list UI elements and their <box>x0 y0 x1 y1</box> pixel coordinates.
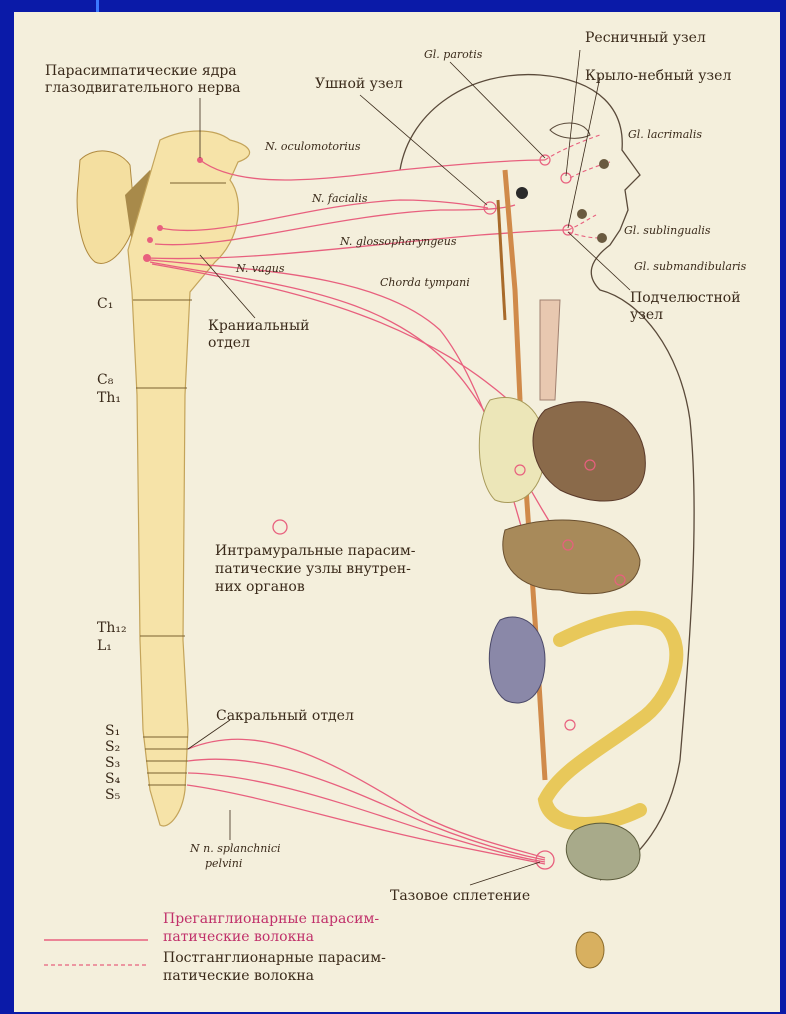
c8-label: C₈ <box>97 372 114 388</box>
intramural-legend-marker <box>273 520 287 534</box>
n-facialis-label: N. facialis <box>311 192 368 205</box>
th12-label: Th₁₂ <box>97 620 127 636</box>
sacral-label: Сакральный отдел <box>216 708 354 724</box>
legend-post-label-2: патические волокна <box>163 968 314 984</box>
bladder <box>566 823 640 880</box>
neck-vessel-2 <box>498 200 505 320</box>
c1-label: C₁ <box>97 296 113 312</box>
pelvic-plexus-label: Тазовое сплетение <box>390 888 530 904</box>
gl-lacrimalis-label: Gl. lacrimalis <box>628 128 702 141</box>
trachea <box>540 300 560 400</box>
s3-label: S₃ <box>105 755 120 771</box>
gl-parotis-label: Gl. parotis <box>424 48 483 61</box>
ciliary-ganglion-label: Ресничный узел <box>585 30 706 46</box>
n-vagus-label: N. vagus <box>235 262 285 275</box>
legend-pre-label-2: патические волокна <box>163 929 314 945</box>
s5-label: S₅ <box>105 787 121 803</box>
nuclei-label-2: глазодвигательного нерва <box>45 80 240 96</box>
intramural-label-1: Интрамуральные парасим- <box>215 543 416 559</box>
cranial-label-1: Краниальный <box>208 318 309 334</box>
splanchnici-label-2: pelvini <box>205 857 242 870</box>
liver <box>503 520 640 594</box>
splanchnici-label-1: N n. splanchnici <box>189 842 281 855</box>
gl-sublingualis-label: Gl. sublingualis <box>624 224 711 237</box>
s4-label: S₄ <box>105 771 121 787</box>
n-oculomotorius-label: N. oculomotorius <box>264 140 361 153</box>
nuclei-label-1: Парасимпатические ядра <box>45 63 237 79</box>
th1-label: Th₁ <box>97 390 121 406</box>
intramural-label-2: патические узлы внутрен- <box>215 561 411 577</box>
head-ganglia <box>484 123 609 243</box>
s1-label: S₁ <box>105 723 120 739</box>
genital <box>576 932 604 968</box>
cranial-label-2: отдел <box>208 335 250 351</box>
l1-label: L₁ <box>97 638 112 654</box>
chorda-tympani-label: Chorda tympani <box>380 276 470 289</box>
intestines <box>545 618 676 824</box>
s2-label: S₂ <box>105 739 120 755</box>
submandibular-label-2: узел <box>630 307 663 323</box>
heart <box>533 402 645 501</box>
legend-pre-label-1: Преганглионарные парасим- <box>163 911 379 927</box>
pterygopalatine-ganglion-label: Крыло-небный узел <box>585 68 731 84</box>
gl-submandibularis-label: Gl. submandibularis <box>634 260 747 273</box>
postganglionic-head <box>545 135 610 238</box>
intramural-label-3: них органов <box>215 579 305 595</box>
legend-post-label-1: Постганглионарные парасим- <box>163 950 386 966</box>
ear-ganglion-label: Ушной узел <box>315 76 403 92</box>
kidney <box>489 617 545 703</box>
n-glossopharyngeus-label: N. glossopharyngeus <box>339 235 457 248</box>
submandibular-label-1: Подчелюстной <box>630 290 741 306</box>
brain <box>77 151 135 264</box>
